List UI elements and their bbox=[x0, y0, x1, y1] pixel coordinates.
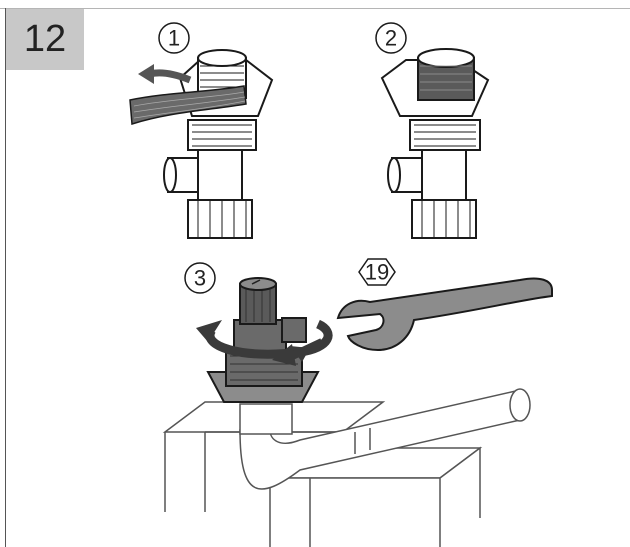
svg-text:2: 2 bbox=[385, 26, 397, 51]
water-pipe bbox=[239, 388, 531, 490]
open-end-wrench bbox=[336, 277, 553, 352]
installed-valve bbox=[206, 277, 320, 403]
push-direction-arrow bbox=[272, 338, 324, 366]
valve-taped-illustration bbox=[380, 48, 490, 239]
step-number-badge: 12 bbox=[6, 9, 84, 70]
svg-text:19: 19 bbox=[365, 260, 389, 285]
callout-1: 1 bbox=[158, 22, 190, 54]
frame-top-border bbox=[0, 8, 630, 9]
callout-2: 2 bbox=[375, 22, 407, 54]
wrench-size-hexagon: 19 bbox=[358, 258, 396, 286]
wrap-direction-arrow bbox=[138, 64, 192, 84]
sealing-tape bbox=[129, 85, 247, 125]
frame-left-border bbox=[5, 8, 6, 547]
svg-text:1: 1 bbox=[168, 26, 180, 51]
svg-text:3: 3 bbox=[194, 266, 206, 291]
callout-3: 3 bbox=[184, 262, 216, 294]
